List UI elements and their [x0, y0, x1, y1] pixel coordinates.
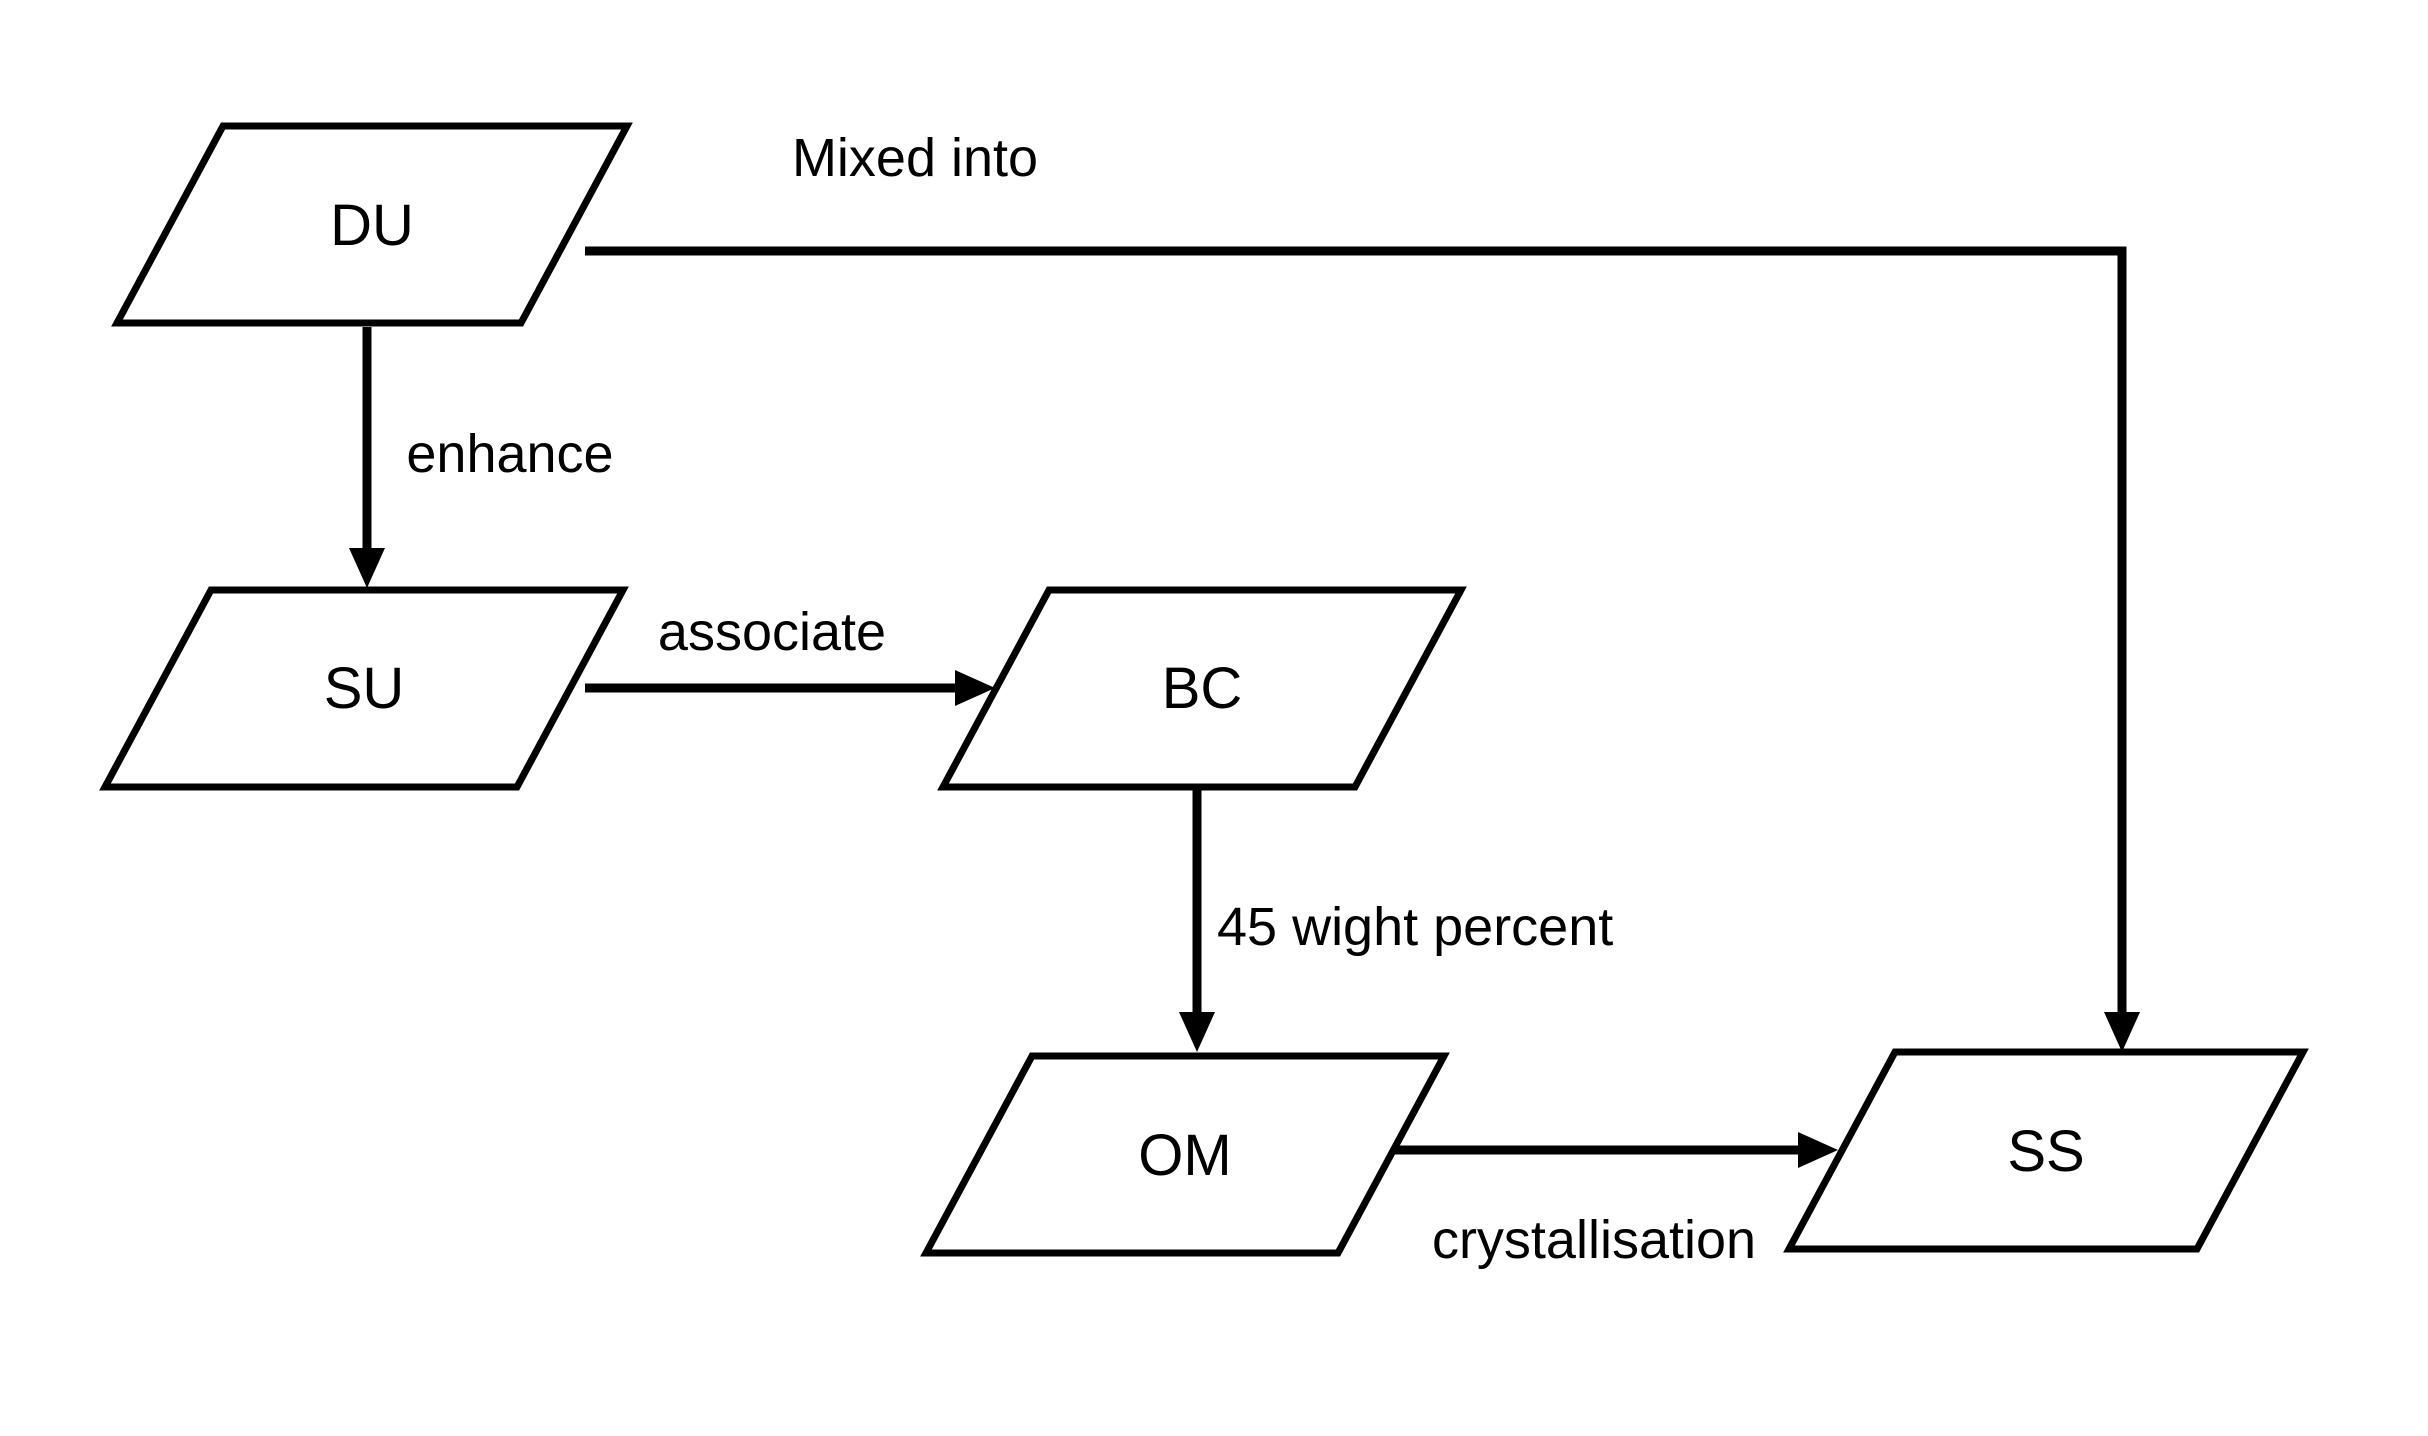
node-du-shape	[111, 122, 633, 327]
edge-du-su-label: enhance	[406, 424, 613, 484]
node-om-shape	[920, 1052, 1450, 1257]
edge-du-ss: Mixed into	[585, 128, 2140, 1052]
node-su-label: SU	[324, 656, 405, 721]
edge-bc-om-arrowhead-down-icon	[1179, 1012, 1215, 1052]
edge-du-ss-line	[585, 246, 2127, 1014]
edge-om-ss-arrowhead-right-icon	[1798, 1132, 1838, 1168]
node-bc-shape	[937, 586, 1467, 791]
node-bc-label: BC	[1162, 656, 1243, 721]
edge-du-ss-arrowhead-down-icon	[2104, 1012, 2140, 1052]
edge-su-bc-label: associate	[658, 602, 886, 662]
node-om: OM	[920, 1052, 1450, 1257]
node-su-shape	[99, 586, 629, 791]
node-om-label: OM	[1138, 1123, 1231, 1188]
node-bc: BC	[937, 586, 1467, 791]
node-su: SU	[99, 586, 629, 791]
node-ss-shape	[1783, 1048, 2309, 1253]
node-ss-label: SS	[2007, 1119, 2084, 1184]
edge-bc-om-label: 45 wight percent	[1217, 897, 1613, 957]
edge-du-ss-label: Mixed into	[792, 128, 1038, 188]
edge-om-ss: crystallisation	[1392, 1132, 1838, 1270]
node-du: DU	[111, 122, 633, 327]
edge-bc-om: 45 wight percent	[1179, 790, 1613, 1052]
edge-du-su: enhance	[349, 327, 614, 588]
node-du-label: DU	[330, 193, 414, 258]
node-ss: SS	[1783, 1048, 2309, 1253]
edge-su-bc-arrowhead-right-icon	[955, 670, 995, 706]
edge-du-su-arrowhead-down-icon	[349, 548, 385, 588]
edge-su-bc: associate	[585, 602, 995, 706]
edge-om-ss-label: crystallisation	[1432, 1210, 1756, 1270]
